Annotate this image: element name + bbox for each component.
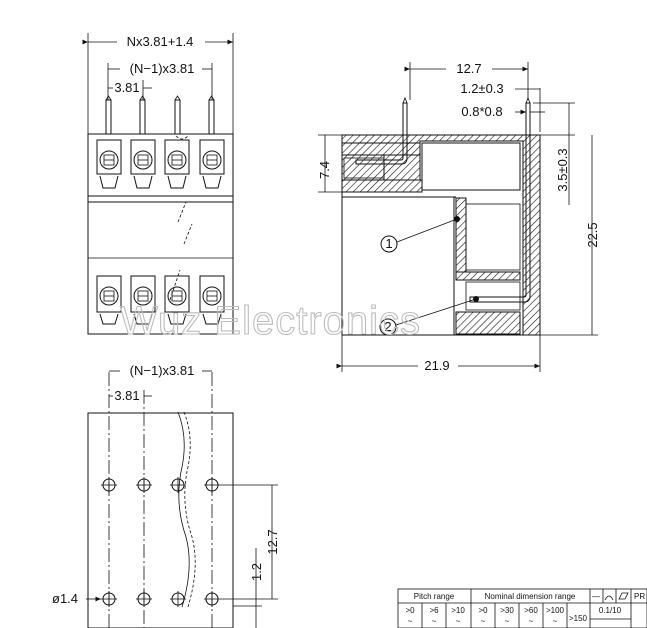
tilde-5: ~	[505, 617, 510, 626]
table-header-pitch: Pitch range	[414, 592, 455, 601]
dim-bottom-pitch: 3.81	[114, 388, 139, 403]
table-symbol-1: —	[592, 592, 600, 601]
tilde-4: ~	[481, 617, 486, 626]
callout-2	[379, 318, 397, 336]
pitch-val-0: >0	[405, 606, 415, 615]
dim-bottom-offset: 1.2	[249, 563, 264, 581]
nominal-val-0: >0	[478, 606, 488, 615]
dim-hole-diameter: ø1.4	[52, 591, 78, 606]
table-symbol-arc	[604, 595, 614, 601]
tilde-1: ~	[408, 617, 413, 626]
pitch-val-2: >10	[451, 606, 465, 615]
lower-terminals	[96, 275, 225, 325]
dim-height-small: 7.4	[317, 161, 332, 179]
pitch-val-1: >6	[429, 606, 439, 615]
dim-pin-position: 1.2±0.3	[460, 81, 503, 96]
dim-pin-height: 3.5±0.3	[555, 148, 570, 191]
tolerance-table: Pitch range Nominal dimension range — PR…	[397, 588, 647, 628]
tilde-7: ~	[553, 617, 558, 626]
dim-side-width: 12.7	[456, 61, 481, 76]
top-view: Nx3.81+1.4 (N−1)x3.81 3.81	[82, 33, 234, 335]
dim-bottom-pitch-n: (N−1)x3.81	[130, 363, 195, 378]
nominal-val-1: >30	[500, 606, 514, 615]
tilde-2: ~	[432, 617, 437, 626]
callout-1	[380, 235, 398, 253]
side-view: 1 2 12.7 1.2±0.3 0.8*0.8 7.4 3.5±0.3 22.…	[317, 61, 600, 373]
dim-row-spacing: 12.7	[265, 529, 280, 554]
dim-pin-size: 0.8*0.8	[461, 104, 502, 119]
dim-height-total: 22.5	[585, 222, 600, 247]
nominal-val-2: >60	[524, 606, 538, 615]
top-body	[87, 133, 234, 335]
callout-1-label: 1	[385, 236, 392, 251]
tilde-6: ~	[529, 617, 534, 626]
dim-total-width: Nx3.81+1.4	[127, 34, 194, 49]
tilde-3: ~	[456, 617, 461, 626]
upper-terminals	[96, 139, 225, 189]
table-symbol-flat	[618, 592, 629, 600]
bottom-view: (N−1)x3.81 3.81 12.7 1.2 ø1.4	[52, 363, 280, 628]
dim-pitch: 3.81	[114, 80, 139, 95]
callout-2-label: 2	[384, 319, 391, 334]
nominal-val-3: >100	[546, 606, 565, 615]
bottom-body	[87, 412, 234, 628]
top-pins	[105, 95, 215, 135]
table-header-nominal: Nominal dimension range	[485, 592, 576, 601]
dim-side-depth: 21.9	[424, 358, 449, 373]
side-pins	[355, 96, 531, 303]
watermark: Wuz Electronics	[120, 299, 421, 343]
table-header-pr: PR	[634, 592, 645, 601]
holes-upper	[101, 477, 220, 493]
dim-pitch-n: (N−1)x3.81	[130, 61, 195, 76]
tolerance-val: 0.1/10	[599, 606, 622, 615]
nominal-val-extra: >150	[569, 614, 588, 623]
holes-lower	[101, 591, 220, 607]
